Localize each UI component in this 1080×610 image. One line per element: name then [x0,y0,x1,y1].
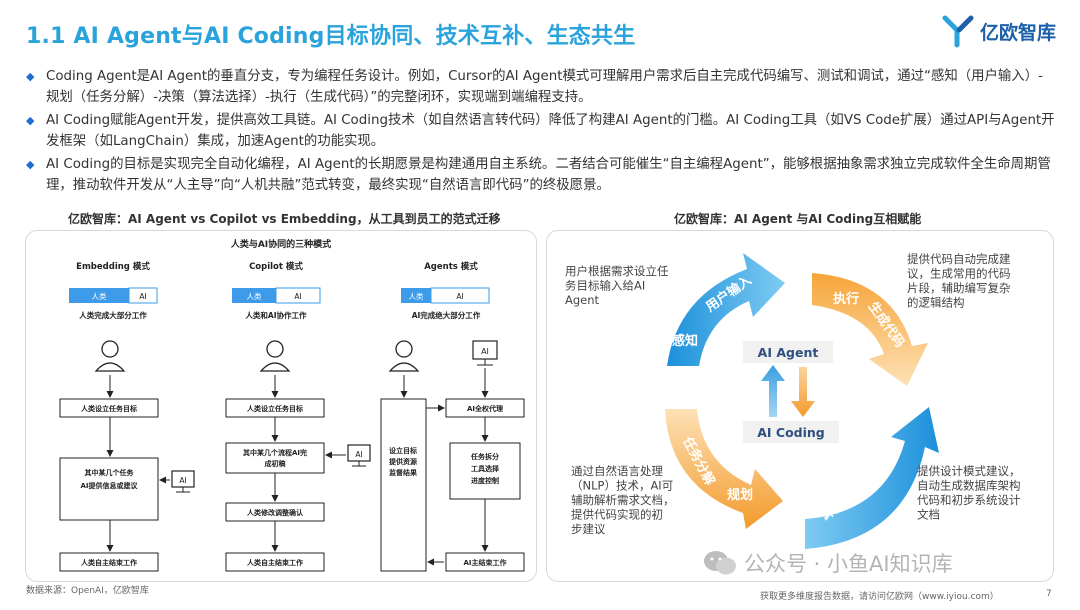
flow-box [59,552,159,572]
ai-bar-label: AI [456,292,463,301]
perception-label: 感知 [672,333,698,349]
ai-agent-label: AI Agent [758,345,819,360]
diamond-bullet-icon: ◆ [26,158,35,171]
human-bar-label: 人类 [409,291,424,301]
footer-more-info: 获取更多维度报告数据，请访问亿欧网（www.iyiou.com） [760,592,999,602]
diagram-title: 人类与AI协同的三种模式 [230,238,331,250]
agents-title: Agents 模式 [424,261,478,272]
note-top-right: 提供代码自动完成建议，生成常用的代码片段，辅助编写复杂的逻辑结构 [907,252,1011,310]
flow-box-label: 人类修改调整确认 [247,508,304,517]
ai-coding-box [743,421,839,443]
copilot-column: Copilot 模式 人类 AI 人类和AI协作工作 人类设立任务目标 其中某几… [225,261,371,572]
perception-arrow [667,253,785,366]
human-supervise-box [380,398,427,572]
wechat-icon [704,551,736,575]
agents-desc: AI完成绝大部分工作 [412,310,481,320]
bullet-1: ◆ Coding Agent是AI Agent的垂直分支，专为编程任务设计。例如… [26,69,1043,105]
svg-text:AI: AI [179,476,186,485]
human-bar [69,288,129,303]
note-bottom-right: 提供设计模式建议，自动生成数据库架构代码和初步系统设计文档 [917,464,1021,522]
collaboration-modes-diagram: 人类与AI协同的三种模式 Embedding 模式 人类 AI 人类完成大部分工… [59,238,525,572]
yiou-logo-icon [942,15,974,48]
decision-arrow [805,407,939,549]
embedding-column: Embedding 模式 人类 AI 人类完成大部分工作 人类设立任务目标 其中… [59,261,195,572]
human-bar-label: 人类 [247,291,262,301]
svg-text:AI: AI [481,347,489,356]
human-bar [232,288,276,303]
flow-box [449,442,521,500]
copilot-title: Copilot 模式 [249,261,303,272]
right-panel: 感知 用户输入 执行 生成代码 任务分解 规划 决策 算法选择 AI Agent… [546,230,1054,582]
execute-label: 执行 [833,291,859,307]
embedding-desc: 人类完成大部分工作 [79,310,147,320]
page-title: 1.1 AI Agent与AI Coding目标协同、技术互补、生态共生 [26,24,636,49]
mutual-empowerment-diagram: 感知 用户输入 执行 生成代码 任务分解 规划 决策 算法选择 AI Agent… [565,252,1021,549]
decision-label: 决策 [872,445,899,461]
flow-box-label: 任务拆分工具选择进度控制 [470,452,500,485]
flow-box-label: AI主结束工作 [463,558,506,567]
logo-text: 亿欧智库 [979,21,1056,44]
flow-box-label: 人类自主结束工作 [81,558,137,567]
flow-box-label: 人类自主结束工作 [247,558,303,567]
planning-arrow [665,409,783,529]
left-panel-caption: 亿欧智库：AI Agent vs Copilot vs Embedding，从工… [68,212,501,226]
person-icon [388,340,420,372]
copilot-desc: 人类和AI协作工作 [245,310,307,320]
ai-bar [275,287,321,304]
flow-box-label: 其中某几个流程AI完成初稿 [243,448,307,468]
diamond-bullet-icon: ◆ [26,70,35,83]
ai-agent-box [743,341,833,363]
ai-bar [430,287,490,304]
right-panel-caption: 亿欧智库：AI Agent 与AI Coding互相赋能 [674,212,922,226]
human-bar-label: 人类 [92,291,107,301]
page-number: 7 [1046,589,1052,599]
flow-box [225,552,325,572]
data-source: 数据来源：OpenAI，亿欧智库 [26,586,149,596]
flow-box [59,398,159,418]
bullet-3: ◆ AI Coding的目标是实现完全自动化编程，AI Agent的长期愿景是构… [26,157,1051,193]
bullet-2: ◆ AI Coding赋能Agent开发，提供高效工具链。AI Coding技术… [26,113,1055,149]
watermark: 公众号 · 小鱼AI知识库 [702,548,953,578]
flow-box [225,442,325,474]
svg-text:AI: AI [355,450,362,459]
person-icon [259,340,291,372]
human-bar [401,288,431,303]
agents-column: Agents 模式 人类 AI AI完成绝大部分工作 设立目标提供资源监督结果 … [380,261,525,572]
embedding-title: Embedding 模式 [76,261,150,272]
ai-bar [128,287,158,304]
execution-arrow [812,273,928,386]
left-panel: 人类与AI协同的三种模式 Embedding 模式 人类 AI 人类完成大部分工… [25,230,537,582]
ai-monitor-icon: AI [347,444,371,467]
flow-box [59,457,159,521]
diamond-bullet-icon: ◆ [26,114,35,127]
planning-label: 规划 [727,487,753,503]
watermark-text: 公众号 · 小鱼AI知识库 [744,552,953,576]
flow-box-label: AI全权代理 [467,404,503,413]
ai-monitor-icon: AI [171,470,195,493]
down-arrow-icon [791,367,815,417]
ai-bar-label: AI [294,292,301,301]
person-icon [94,340,126,372]
human-supervise-label: 设立目标提供资源监督结果 [388,446,417,477]
ai-bar-label: AI [139,292,146,301]
logo: 亿欧智库 [941,14,1056,48]
up-arrow-icon [761,365,785,417]
note-bottom-left: 通过自然语言处理（NLP）技术，AI可辅助解析需求文档，提供代码实现的初步建议 [571,464,675,536]
ai-coding-label: AI Coding [757,425,825,440]
flow-box-label: 人类设立任务目标 [247,404,303,413]
ai-monitor-icon: AI [472,340,498,366]
flow-box-label: 人类设立任务目标 [81,404,137,413]
flow-box [445,552,525,572]
